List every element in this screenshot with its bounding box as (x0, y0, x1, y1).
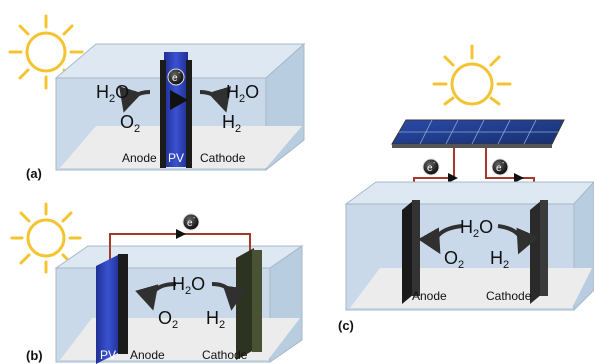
anode-label: Anode (412, 289, 447, 303)
reaction-arrow-left (119, 86, 151, 113)
oxygen-label: O2 (444, 248, 464, 271)
wire-arrow-icon (514, 173, 524, 183)
sun-icon (8, 14, 84, 90)
electron-icon: e - (422, 158, 440, 176)
svg-text:e: e (187, 218, 193, 229)
pv-label: PV (168, 151, 184, 165)
hydrogen-label: H2 (206, 308, 225, 331)
panel-b: e - H2O O2 H2 PV Anode Cathode (b) (10, 202, 304, 364)
reaction-arrow-left (418, 224, 463, 255)
panel-letter: (c) (338, 318, 354, 333)
reaction-arrow-right (497, 224, 539, 255)
svg-text:-: - (178, 70, 181, 77)
cathode-label: Cathode (200, 151, 246, 165)
svg-text:e: e (427, 163, 433, 174)
oxygen-label: O2 (158, 308, 178, 331)
svg-text:-: - (502, 160, 505, 167)
anode-label: Anode (122, 151, 157, 165)
reaction-arrow-right (199, 86, 231, 113)
reaction-arrow-left (135, 282, 177, 311)
water-label: H2O (460, 217, 493, 240)
anode-label: Anode (130, 348, 165, 362)
anode-plate (402, 200, 414, 304)
wire-arrow-icon (176, 229, 186, 239)
solar-panel-icon (391, 119, 565, 148)
cathode-label: Cathode (486, 289, 532, 303)
water-label: H2O (172, 274, 205, 297)
panel-a: e - H2O H2O O2 H2 Anode PV Cathode (a) (8, 14, 306, 181)
electron-icon: e - (182, 213, 200, 231)
svg-text:-: - (193, 215, 196, 222)
svg-text:e: e (172, 73, 178, 84)
pv-cell (96, 254, 120, 364)
panel-letter: (b) (26, 348, 43, 363)
panel-c: e - e - H2O O2 H2 Anode Cathode (c) (338, 44, 594, 333)
svg-text:-: - (433, 160, 436, 167)
sun-icon (432, 44, 512, 106)
panel-letter: (a) (26, 166, 42, 181)
svg-text:e: e (496, 163, 502, 174)
water-left-label: H2O (96, 82, 129, 105)
reaction-arrow-right (211, 282, 247, 311)
hydrogen-label: H2 (222, 112, 241, 135)
electrolyzer-tank (54, 245, 304, 363)
cathode-plate (236, 248, 254, 360)
electron-icon: e - (167, 68, 185, 86)
water-right-label: H2O (226, 82, 259, 105)
electrolyzer-tank (344, 181, 594, 312)
cathode-label: Cathode (202, 348, 248, 362)
pv-label: PV (100, 348, 116, 362)
hydrogen-label: H2 (490, 248, 509, 271)
electron-icon: e - (491, 158, 509, 176)
wire-arrow-icon (448, 173, 458, 183)
oxygen-label: O2 (120, 112, 140, 135)
current-arrow-icon (170, 90, 188, 110)
sun-icon (10, 202, 82, 274)
